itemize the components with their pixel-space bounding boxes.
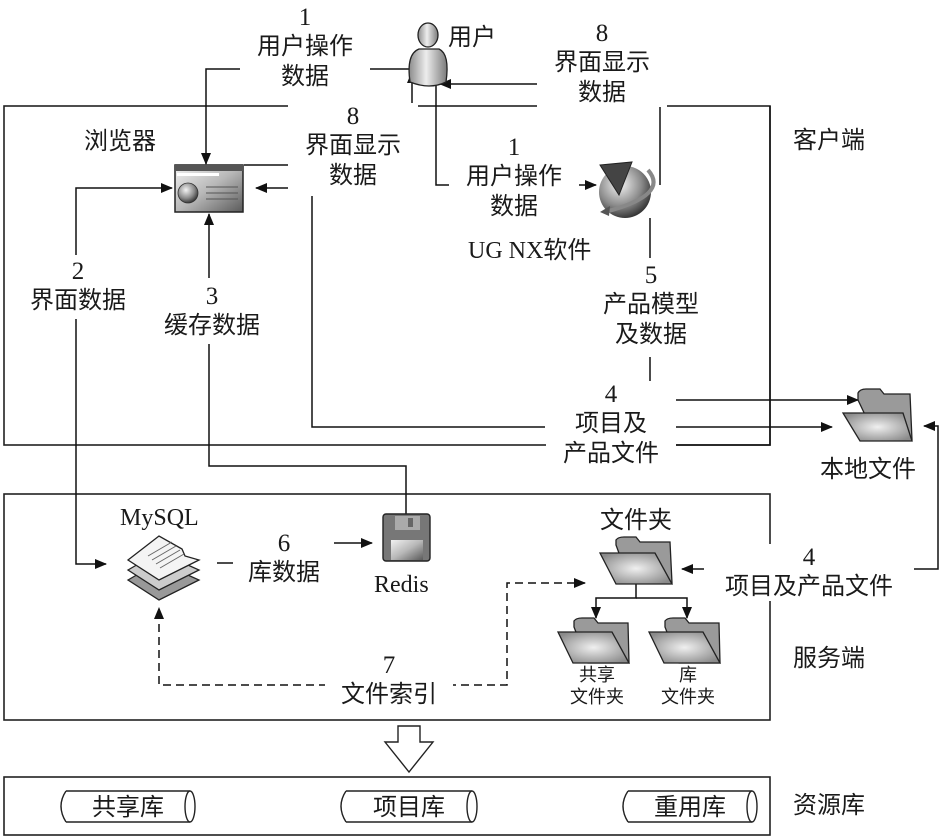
mysql-label: MySQL	[120, 505, 199, 531]
mysql-icon	[126, 535, 201, 601]
flow-1-browser-label: 1 用户操作 数据	[240, 4, 370, 91]
flow-4-client-line	[311, 196, 832, 427]
flow-7-line-b	[448, 578, 586, 686]
sync-down-arrow	[383, 725, 435, 774]
flow-3-line-b	[208, 344, 407, 514]
library-shared: 共享库	[92, 793, 164, 821]
local-folder-icon	[841, 388, 913, 442]
server-box	[3, 493, 771, 721]
ugnx-icon	[599, 161, 656, 218]
region-client-label: 客户端	[793, 126, 865, 154]
library-cylinder-reuse	[622, 790, 758, 823]
region-resource-label: 资源库	[793, 791, 865, 819]
folder-label: 文件夹	[600, 506, 672, 534]
flow-4-client-line-b	[674, 106, 771, 446]
browser-label: 浏览器	[84, 127, 156, 155]
flow-7-line-a	[154, 607, 327, 686]
flow-5-line-b	[649, 357, 859, 405]
region-server-label: 服务端	[793, 644, 865, 672]
library-cylinder-shared	[60, 790, 196, 823]
flow-2-line-a	[75, 183, 173, 255]
library-cylinder-project	[340, 790, 478, 823]
library-reuse: 重用库	[654, 793, 726, 821]
ugnx-label: UG NX软件	[468, 238, 592, 264]
flow-1-ugnx-label: 1 用户操作 数据	[449, 134, 579, 221]
user-icon	[408, 22, 448, 87]
folder-tree-line-a	[591, 583, 637, 619]
redis-label: Redis	[374, 572, 429, 598]
lib-folder-icon	[647, 617, 722, 664]
flow-4-server-line-a	[892, 421, 939, 570]
flow-4-client-label: 4 项目及 产品文件	[546, 381, 676, 468]
resource-box	[3, 776, 771, 836]
flow-8-browser-label: 8 界面显示 数据	[288, 103, 418, 190]
browser-icon	[174, 164, 244, 213]
library-project: 项目库	[373, 793, 445, 821]
local-files-label: 本地文件	[820, 455, 916, 483]
flow-6-label: 6 库数据	[234, 530, 334, 587]
redis-icon	[382, 513, 431, 562]
flow-8-ugnx-label: 8 界面显示 数据	[537, 20, 667, 107]
flow-4-server-label: 4 项目及产品文件	[704, 544, 914, 601]
folder-tree-line-b	[636, 597, 692, 619]
lib-folder-label: 库 文件夹	[661, 665, 715, 708]
shared-folder-icon	[556, 617, 631, 664]
folder-icon	[598, 536, 674, 585]
shared-folder-label: 共享 文件夹	[570, 665, 624, 708]
flow-2-line-b	[75, 319, 107, 569]
flow-5-label: 5 产品模型 及数据	[586, 262, 716, 349]
user-label: 用户	[448, 23, 496, 51]
flow-3-label: 3 缓存数据	[148, 283, 276, 340]
flow-2-label: 2 界面数据	[14, 258, 142, 315]
flow-7-label: 7 文件索引	[325, 652, 453, 709]
